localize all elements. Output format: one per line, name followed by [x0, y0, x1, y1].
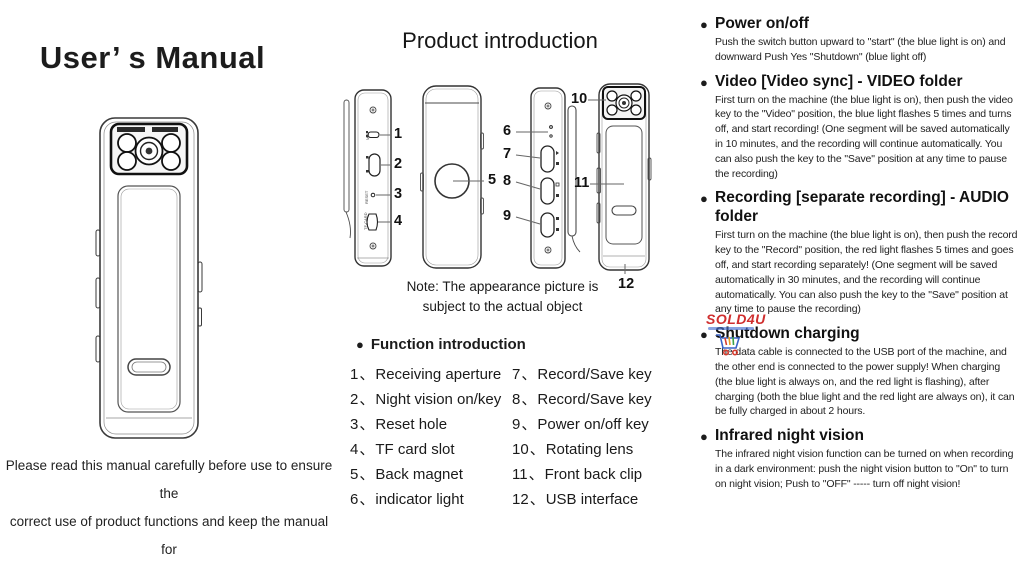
section-heading: Shutdown charging: [715, 325, 860, 343]
footer-line: Please read this manual carefully before…: [5, 458, 333, 501]
left-footer-text: Please read this manual carefully before…: [4, 452, 334, 568]
section-body: First turn on the machine (the blue ligh…: [715, 93, 1013, 180]
section-body: The infrared night vision function can b…: [715, 448, 1014, 490]
function-introduction-heading: ● Function introduction: [356, 336, 526, 353]
callout-10: 10: [571, 91, 588, 107]
function-introduction-label: Function introduction: [370, 336, 526, 353]
appearance-note: Note: The appearance picture is subject …: [380, 277, 625, 317]
page-title: User’ s Manual: [39, 40, 266, 75]
function-item: 11、Front back clip: [512, 466, 643, 483]
callout-6: 6: [503, 123, 512, 139]
mic-engraving-label: MIC: [365, 132, 370, 140]
callout-4: 4: [394, 213, 403, 229]
callout-2: 2: [394, 156, 403, 172]
section-body: First turn on the machine (the blue ligh…: [715, 229, 1018, 316]
footer-line: future query: [4, 564, 334, 568]
function-list-right: 7、Record/Save key 8、Record/Save key 9、Po…: [512, 362, 692, 512]
bullet-icon: ●: [356, 337, 364, 352]
callout-9: 9: [503, 208, 512, 224]
function-item: 4、TF card slot: [350, 441, 455, 458]
section-heading: Infrared night vision: [715, 427, 864, 445]
bullet-icon: ●: [700, 327, 708, 343]
section-body: The data cable is connected to the USB p…: [715, 346, 1015, 418]
callout-7: 7: [503, 146, 512, 162]
section-video: ● Video [Video sync] - VIDEO folder Firs…: [700, 72, 1018, 182]
reset-engraving-label: RESET: [364, 190, 369, 204]
bullet-icon: ●: [700, 191, 708, 207]
instructions-column: ● Power on/off Push the switch button up…: [700, 14, 1018, 499]
function-item: 10、Rotating lens: [512, 441, 634, 458]
section-heading: Recording [separate recording] - AUDIO f…: [715, 189, 1009, 226]
callout-11: 11: [574, 175, 590, 191]
section-shutdown-charging: ● Shutdown charging The data cable is co…: [700, 324, 1018, 419]
function-item: 12、USB interface: [512, 491, 639, 508]
function-item: 3、Reset hole: [350, 416, 448, 433]
bullet-icon: ●: [700, 74, 708, 90]
function-item: 1、Receiving aperture: [350, 366, 502, 383]
callout-8: 8: [503, 173, 512, 189]
section-body: Push the switch button upward to "start"…: [715, 36, 1006, 63]
function-list-left: 1、Receiving aperture 2、Night vision on/k…: [350, 362, 510, 512]
function-item: 8、Record/Save key: [512, 391, 652, 408]
function-item: 6、indicator light: [350, 491, 464, 508]
section-heading: Video [Video sync] - VIDEO folder: [715, 72, 963, 90]
tfcard-engraving-label: TF-CARD: [363, 212, 368, 230]
section-infrared-night-vision: ● Infrared night vision The infrared nig…: [700, 426, 1018, 491]
callout-1: 1: [394, 126, 403, 142]
note-line: subject to the actual object: [422, 299, 583, 314]
callout-5: 5: [488, 172, 497, 188]
section-power-on-off: ● Power on/off Push the switch button up…: [700, 14, 1018, 65]
footer-line: correct use of product functions and kee…: [9, 514, 329, 557]
function-item: 9、Power on/off key: [512, 416, 649, 433]
section-title-product-introduction: Product introduction: [402, 28, 598, 53]
section-recording: ● Recording [separate recording] - AUDIO…: [700, 188, 1018, 317]
device-back-view-large-drawing: [95, 117, 203, 439]
bullet-icon: ●: [700, 429, 708, 445]
note-line: Note: The appearance picture is: [406, 279, 599, 294]
function-item: 2、Night vision on/key: [350, 391, 502, 408]
bullet-icon: ●: [700, 17, 708, 32]
section-heading: Power on/off: [715, 15, 809, 32]
device-views-line-art: [343, 83, 652, 274]
function-item: 7、Record/Save key: [512, 366, 652, 383]
callout-12: 12: [618, 276, 635, 292]
callout-3: 3: [394, 186, 403, 202]
device-diagrams: 1 2 3 4 5 6 7 8 9 10 11 12 MIC RESET TF-…: [335, 78, 695, 313]
function-item: 5、Back magnet: [350, 466, 463, 483]
